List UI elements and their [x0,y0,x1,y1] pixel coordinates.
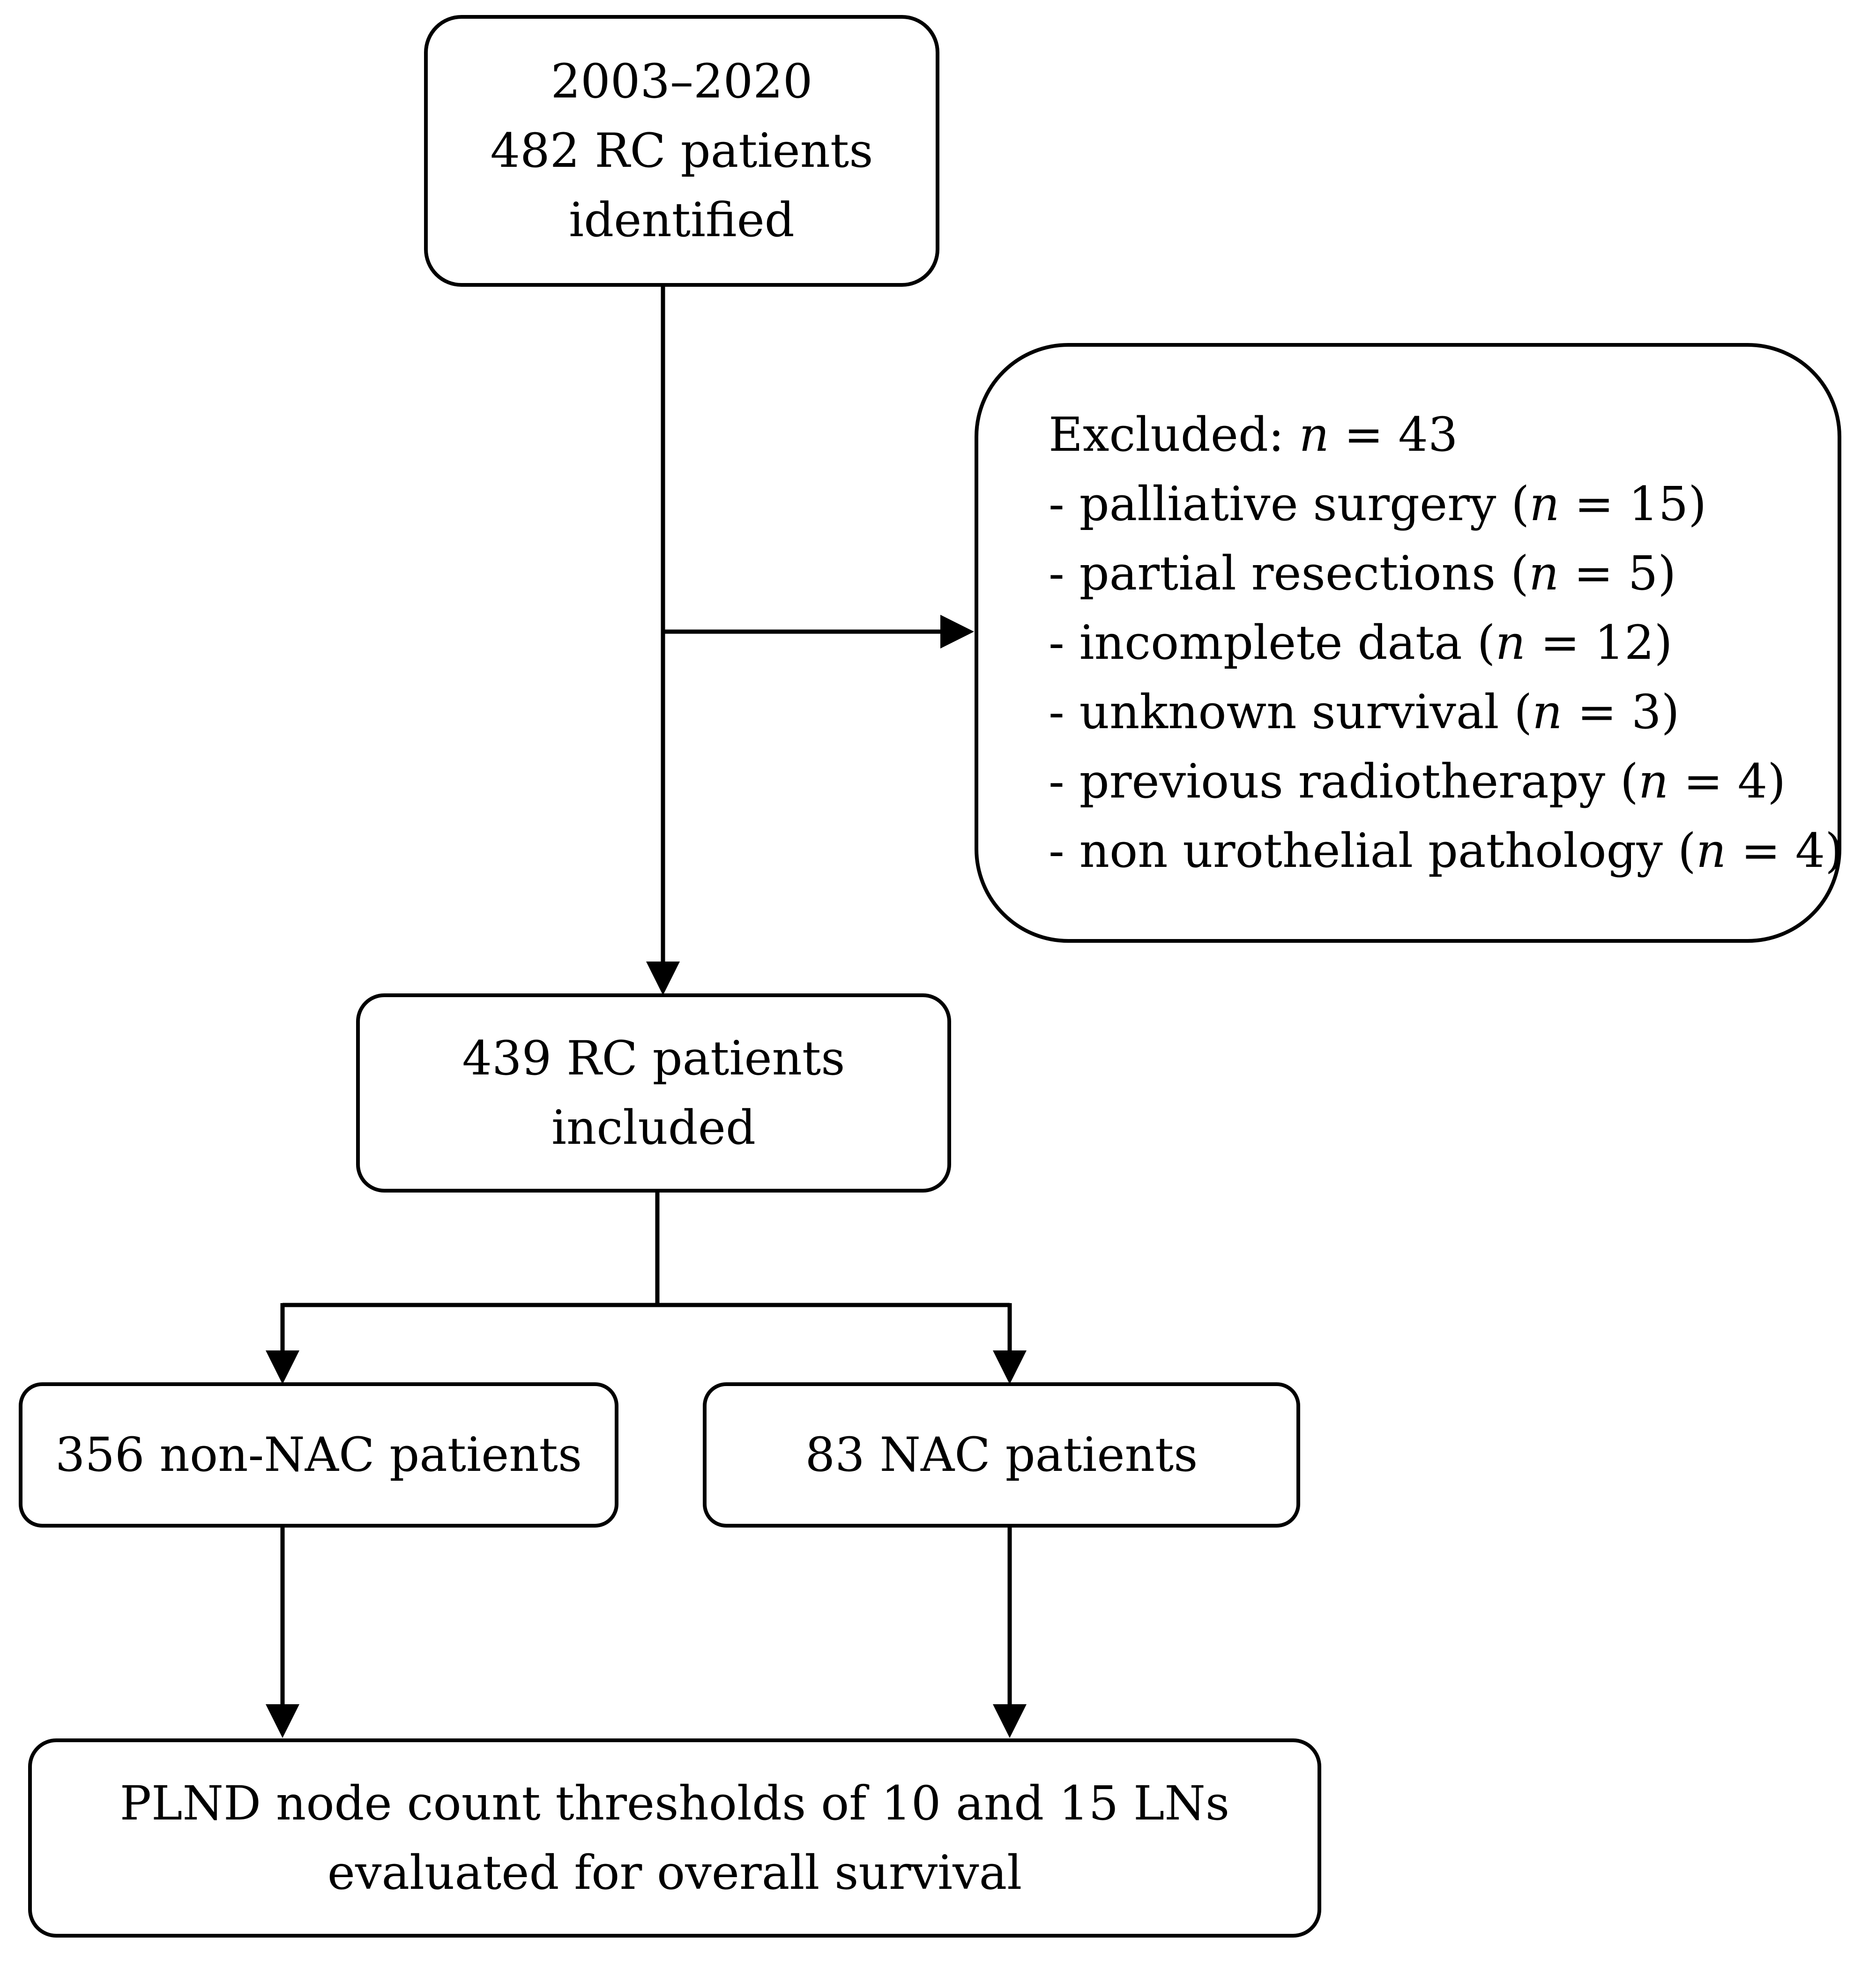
identified-box: 2003–2020 482 RC patients identified [424,15,939,287]
excluded-item: - palliative surgery (n = 15) [1049,477,1707,531]
identified-status: identified [569,193,795,247]
excluded-item: - unknown survival (n = 3) [1049,685,1680,739]
outcome-line-2: evaluated for overall survival [327,1845,1022,1900]
non-nac-box: 356 non-NAC patients [19,1382,618,1528]
nac-box: 83 NAC patients [703,1382,1300,1528]
excluded-item: - partial resections (n = 5) [1049,546,1676,601]
outcome-box: PLND node count thresholds of 10 and 15 … [28,1738,1321,1938]
excluded-item: - non urothelial pathology (n = 4) [1049,823,1844,878]
excluded-item: - previous radiotherapy (n = 4) [1049,754,1786,809]
excluded-item: - incomplete data (n = 12) [1049,615,1673,670]
outcome-line-1: PLND node count thresholds of 10 and 15 … [119,1775,1230,1831]
nac-label: 83 NAC patients [805,1427,1198,1482]
excluded-heading: Excluded: n = 43 [1049,407,1458,462]
identified-count: 482 RC patients [490,123,873,178]
included-box: 439 RC patients included [356,993,951,1193]
identified-years: 2003–2020 [551,54,813,109]
included-status: included [551,1100,756,1155]
excluded-box: Excluded: n = 43 - palliative surgery (n… [975,343,1844,943]
included-count: 439 RC patients [462,1030,845,1086]
non-nac-label: 356 non-NAC patients [55,1427,582,1482]
